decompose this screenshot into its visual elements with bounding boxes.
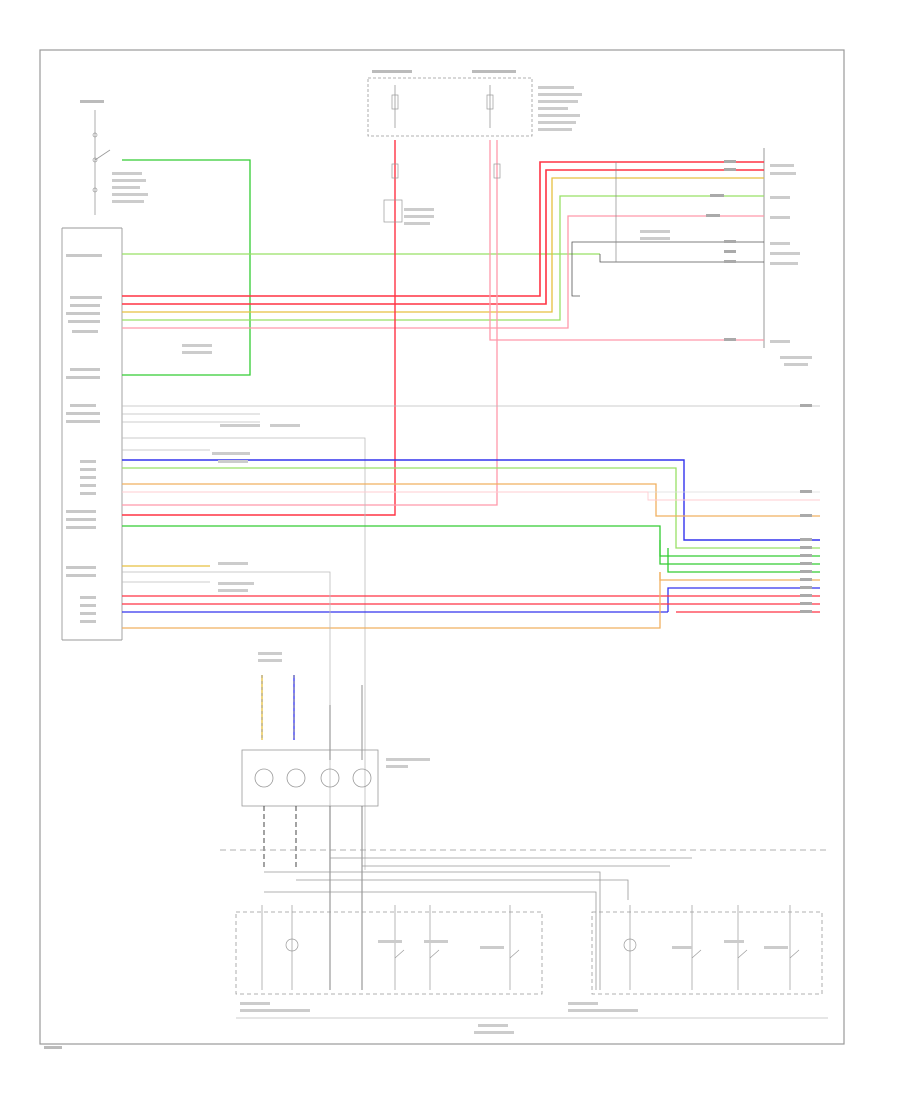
wire-blue-2 [667,587,820,612]
wire-orange-4 [122,572,661,629]
wire-gray-6 [122,571,331,870]
wire-yellow-1 [122,177,764,313]
corner-mark [44,1046,62,1049]
wire-green-4 [667,548,820,573]
wire-green-3 [659,540,820,565]
wire-black-1 [571,241,764,297]
wire-black-2 [599,254,764,263]
fuse-block-top [367,70,582,137]
switch-top-left [80,100,148,215]
lower-lines [264,857,692,990]
wire-orange-3 [659,572,820,581]
diagram-frame [39,49,845,1045]
bottom-caption [236,1017,828,1034]
wire-pink-fuse-right-2 [122,140,498,506]
wire-green-switch [122,159,251,376]
wire-gray-4 [122,437,366,870]
wire-pink-fuse-right [489,140,764,341]
right-connector [763,148,812,366]
wire-red-fuse-left [122,140,396,516]
middle-switch [241,652,430,990]
lower-right-box [568,905,823,1012]
right-terminal-labels [706,160,812,613]
wire-lightgreen-2 [122,195,764,321]
wire-pink-2 [122,491,820,501]
lower-left-box [235,905,543,1012]
wire-red-2 [122,169,764,305]
wire-red-1 [122,161,764,297]
middle-annotations [182,208,670,592]
wire-pink-1 [122,215,764,329]
left-module [61,227,123,641]
inline-relay [383,163,501,223]
wire-lightgreen-3 [122,467,820,549]
wire-set [122,140,820,870]
wire-green-2 [122,525,820,557]
left-module-pin-labels [66,254,102,623]
